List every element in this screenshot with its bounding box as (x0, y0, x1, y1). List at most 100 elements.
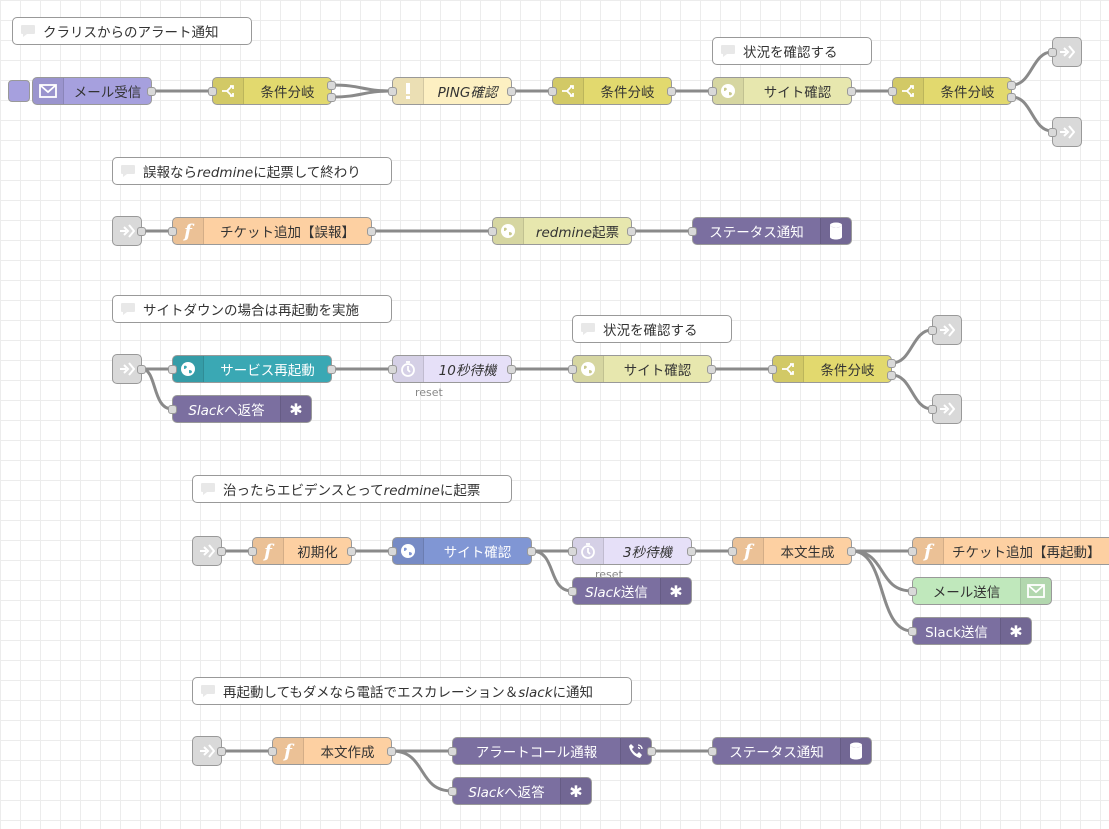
output-port[interactable] (707, 365, 716, 374)
output-port[interactable] (147, 87, 156, 96)
switch-node[interactable]: 条件分岐 (548, 77, 676, 105)
input-port[interactable] (388, 365, 397, 374)
delay-node[interactable]: 3秒待機 (568, 537, 696, 565)
output-port[interactable] (327, 365, 336, 374)
http-request-node[interactable]: サイト確認 (708, 77, 856, 105)
comment-node[interactable]: 再起動してもダメなら電話でエスカレーション＆slackに通知 (192, 677, 632, 705)
output-port[interactable] (1007, 81, 1016, 90)
output-port[interactable] (137, 365, 146, 374)
slack-send-node[interactable]: Slack送信 ✱ (568, 577, 692, 605)
output-port[interactable] (387, 747, 396, 756)
http-request-node[interactable]: サイト確認 (388, 537, 536, 565)
input-port[interactable] (708, 87, 717, 96)
delay-node[interactable]: 10秒待機 (388, 355, 516, 383)
function-node[interactable]: f 本文作成 (268, 737, 396, 765)
input-port[interactable] (168, 227, 177, 236)
comment-node[interactable]: 状況を確認する (572, 315, 732, 343)
switch-node[interactable]: 条件分岐 (768, 355, 896, 383)
input-port[interactable] (248, 547, 257, 556)
input-port[interactable] (568, 587, 577, 596)
wire[interactable] (1011, 95, 1053, 133)
input-port[interactable] (1048, 128, 1057, 137)
input-port[interactable] (448, 787, 457, 796)
output-port[interactable] (507, 365, 516, 374)
input-port[interactable] (768, 365, 777, 374)
output-port[interactable] (507, 87, 516, 96)
output-port[interactable] (367, 227, 376, 236)
input-port[interactable] (208, 87, 217, 96)
output-port[interactable] (687, 547, 696, 556)
output-port[interactable] (327, 81, 336, 90)
alert-call-node[interactable]: アラートコール通報 (448, 737, 656, 765)
input-port[interactable] (928, 326, 937, 335)
output-port[interactable] (627, 227, 636, 236)
switch-node[interactable]: 条件分岐 (208, 77, 336, 105)
comment-node[interactable]: クラリスからのアラート通知 (12, 17, 252, 45)
switch-node[interactable]: 条件分岐 (888, 77, 1016, 105)
function-node[interactable]: f 初期化 (248, 537, 356, 565)
input-port[interactable] (548, 87, 557, 96)
wire[interactable] (141, 367, 173, 411)
output-port[interactable] (667, 87, 676, 96)
input-port[interactable] (888, 87, 897, 96)
output-port[interactable] (887, 359, 896, 368)
function-node[interactable]: f チケット追加【誤報】 (168, 217, 376, 245)
input-port[interactable] (268, 747, 277, 756)
input-port[interactable] (168, 405, 177, 414)
mail-in-node[interactable]: メール受信 (32, 77, 156, 105)
input-port[interactable] (688, 227, 697, 236)
input-port[interactable] (388, 547, 397, 556)
slack-reply-node[interactable]: Slackへ返答 ✱ (168, 395, 312, 423)
function-node[interactable]: f チケット追加【再起動】 (908, 537, 1109, 565)
comment-node[interactable]: 誤報ならredmineに起票して終わり (112, 157, 392, 185)
output-port[interactable] (217, 747, 226, 756)
slack-reply-node[interactable]: Slackへ返答 ✱ (448, 777, 592, 805)
link-out-node[interactable] (928, 315, 962, 345)
status-notify-node[interactable]: ステータス通知 (688, 217, 852, 245)
input-port[interactable] (488, 227, 497, 236)
function-node[interactable]: f 本文生成 (728, 537, 856, 565)
link-out-node[interactable] (1048, 117, 1082, 147)
output-port[interactable] (327, 93, 336, 102)
input-port[interactable] (1048, 48, 1057, 57)
output-port[interactable] (1007, 93, 1016, 102)
link-in-node[interactable] (192, 736, 226, 766)
input-port[interactable] (568, 547, 577, 556)
wire[interactable] (1011, 50, 1053, 87)
link-in-node[interactable] (192, 536, 226, 566)
inject-trigger-button[interactable] (8, 80, 30, 102)
wire[interactable] (391, 749, 453, 793)
wire[interactable] (851, 549, 913, 593)
slack-send-node[interactable]: Slack送信 ✱ (908, 617, 1032, 645)
output-port[interactable] (217, 547, 226, 556)
http-request-node[interactable]: サイト確認 (568, 355, 716, 383)
link-out-node[interactable] (1048, 37, 1082, 67)
input-port[interactable] (908, 587, 917, 596)
output-port[interactable] (647, 747, 656, 756)
comment-node[interactable]: 状況を確認する (712, 37, 872, 65)
http-request-node[interactable]: redmine起票 (488, 217, 636, 245)
input-port[interactable] (448, 747, 457, 756)
input-port[interactable] (728, 547, 737, 556)
wire[interactable] (531, 549, 573, 593)
wire[interactable] (331, 89, 393, 99)
output-port[interactable] (347, 547, 356, 556)
link-in-node[interactable] (112, 354, 146, 384)
wire[interactable] (891, 373, 933, 411)
ping-node[interactable]: PING確認 (388, 77, 516, 105)
wire[interactable] (851, 549, 913, 633)
wire[interactable] (331, 83, 393, 93)
output-port[interactable] (847, 87, 856, 96)
output-port[interactable] (887, 371, 896, 380)
input-port[interactable] (908, 547, 917, 556)
link-in-node[interactable] (112, 216, 146, 246)
input-port[interactable] (708, 747, 717, 756)
wire[interactable] (891, 328, 933, 365)
mail-send-node[interactable]: メール送信 (908, 577, 1052, 605)
input-port[interactable] (388, 87, 397, 96)
input-port[interactable] (568, 365, 577, 374)
comment-node[interactable]: 治ったらエビデンスとってredmineに起票 (192, 475, 512, 503)
status-notify-node[interactable]: ステータス通知 (708, 737, 872, 765)
service-restart-node[interactable]: サービス再起動 (168, 355, 336, 383)
